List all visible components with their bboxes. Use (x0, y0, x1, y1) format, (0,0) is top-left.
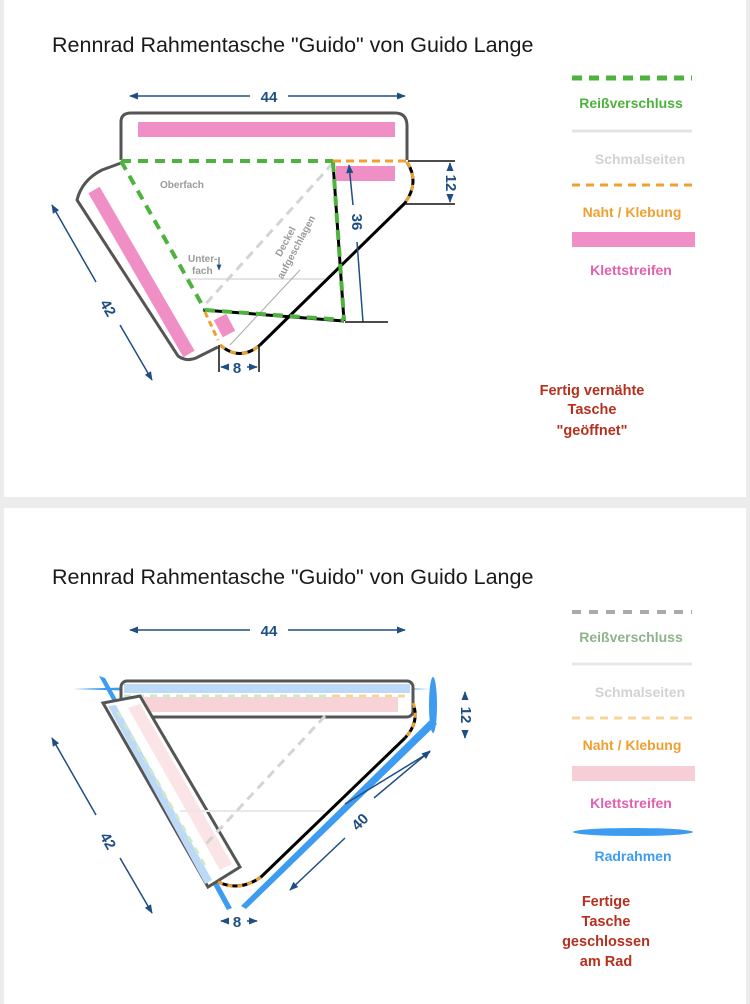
side-flap-outline (75, 161, 219, 362)
velcro-strip (88, 186, 195, 358)
note-line: Tasche (582, 914, 631, 930)
legend-sides: Schmalseiten (595, 151, 685, 167)
panel-closed (4, 508, 746, 1004)
dim-bottom: 8 (233, 360, 241, 377)
panel-title: Rennrad Rahmentasche "Guido" von Guido L… (52, 565, 533, 589)
legend-zipper: Reißverschluss (579, 629, 683, 645)
note-line: Fertig vernähte (540, 383, 645, 399)
legend-seam: Naht / Klebung (583, 737, 682, 753)
bag-closed-diagram: 44 12 42 40 8 (51, 623, 474, 931)
velcro-strip (336, 166, 395, 181)
velcro-strip (213, 313, 236, 338)
dim-top: 44 (261, 89, 278, 106)
bag-open-diagram: 44 Oberfach Unter- fach Deckel aufgeschl… (51, 89, 459, 381)
note-line: "geöffnet" (557, 423, 628, 439)
note-line: Tasche (568, 402, 617, 418)
label-lower-compartment: Unter- (188, 254, 217, 265)
note-line: geschlossen (562, 934, 650, 950)
legend-velcro-swatch (572, 766, 695, 781)
dim-side: 42 (96, 830, 119, 853)
dim-top: 44 (261, 623, 278, 640)
panel-title: Rennrad Rahmentasche "Guido" von Guido L… (52, 33, 533, 57)
dim-right: 12 (457, 707, 474, 724)
legend-velcro-swatch (572, 232, 695, 247)
dim-side: 42 (96, 297, 119, 320)
legend-frame: Radrahmen (594, 848, 671, 864)
legend-velcro: Klettstreifen (590, 262, 672, 278)
note-line: am Rad (580, 954, 632, 970)
top-flap-outline (119, 111, 409, 160)
legend: Reißverschluss Schmalseiten Naht / Klebu… (572, 610, 695, 864)
velcro-strip (138, 122, 395, 137)
legend-velcro: Klettstreifen (590, 795, 672, 811)
label-lower-compartment: fach (192, 266, 213, 277)
note-line: Fertige (582, 894, 630, 910)
legend-zipper: Reißverschluss (579, 95, 683, 111)
panel-open (4, 0, 746, 497)
dim-bottom: 8 (233, 914, 241, 931)
legend-sides: Schmalseiten (595, 684, 685, 700)
dim-right: 12 (442, 175, 459, 192)
frame-down-tube (241, 718, 437, 909)
dim-height: 36 (348, 214, 365, 231)
legend: Reißverschluss Schmalseiten Naht / Klebu… (572, 75, 695, 278)
label-upper-compartment: Oberfach (160, 180, 204, 191)
legend-seam: Naht / Klebung (583, 204, 682, 220)
legend-frame-swatch (573, 828, 693, 836)
